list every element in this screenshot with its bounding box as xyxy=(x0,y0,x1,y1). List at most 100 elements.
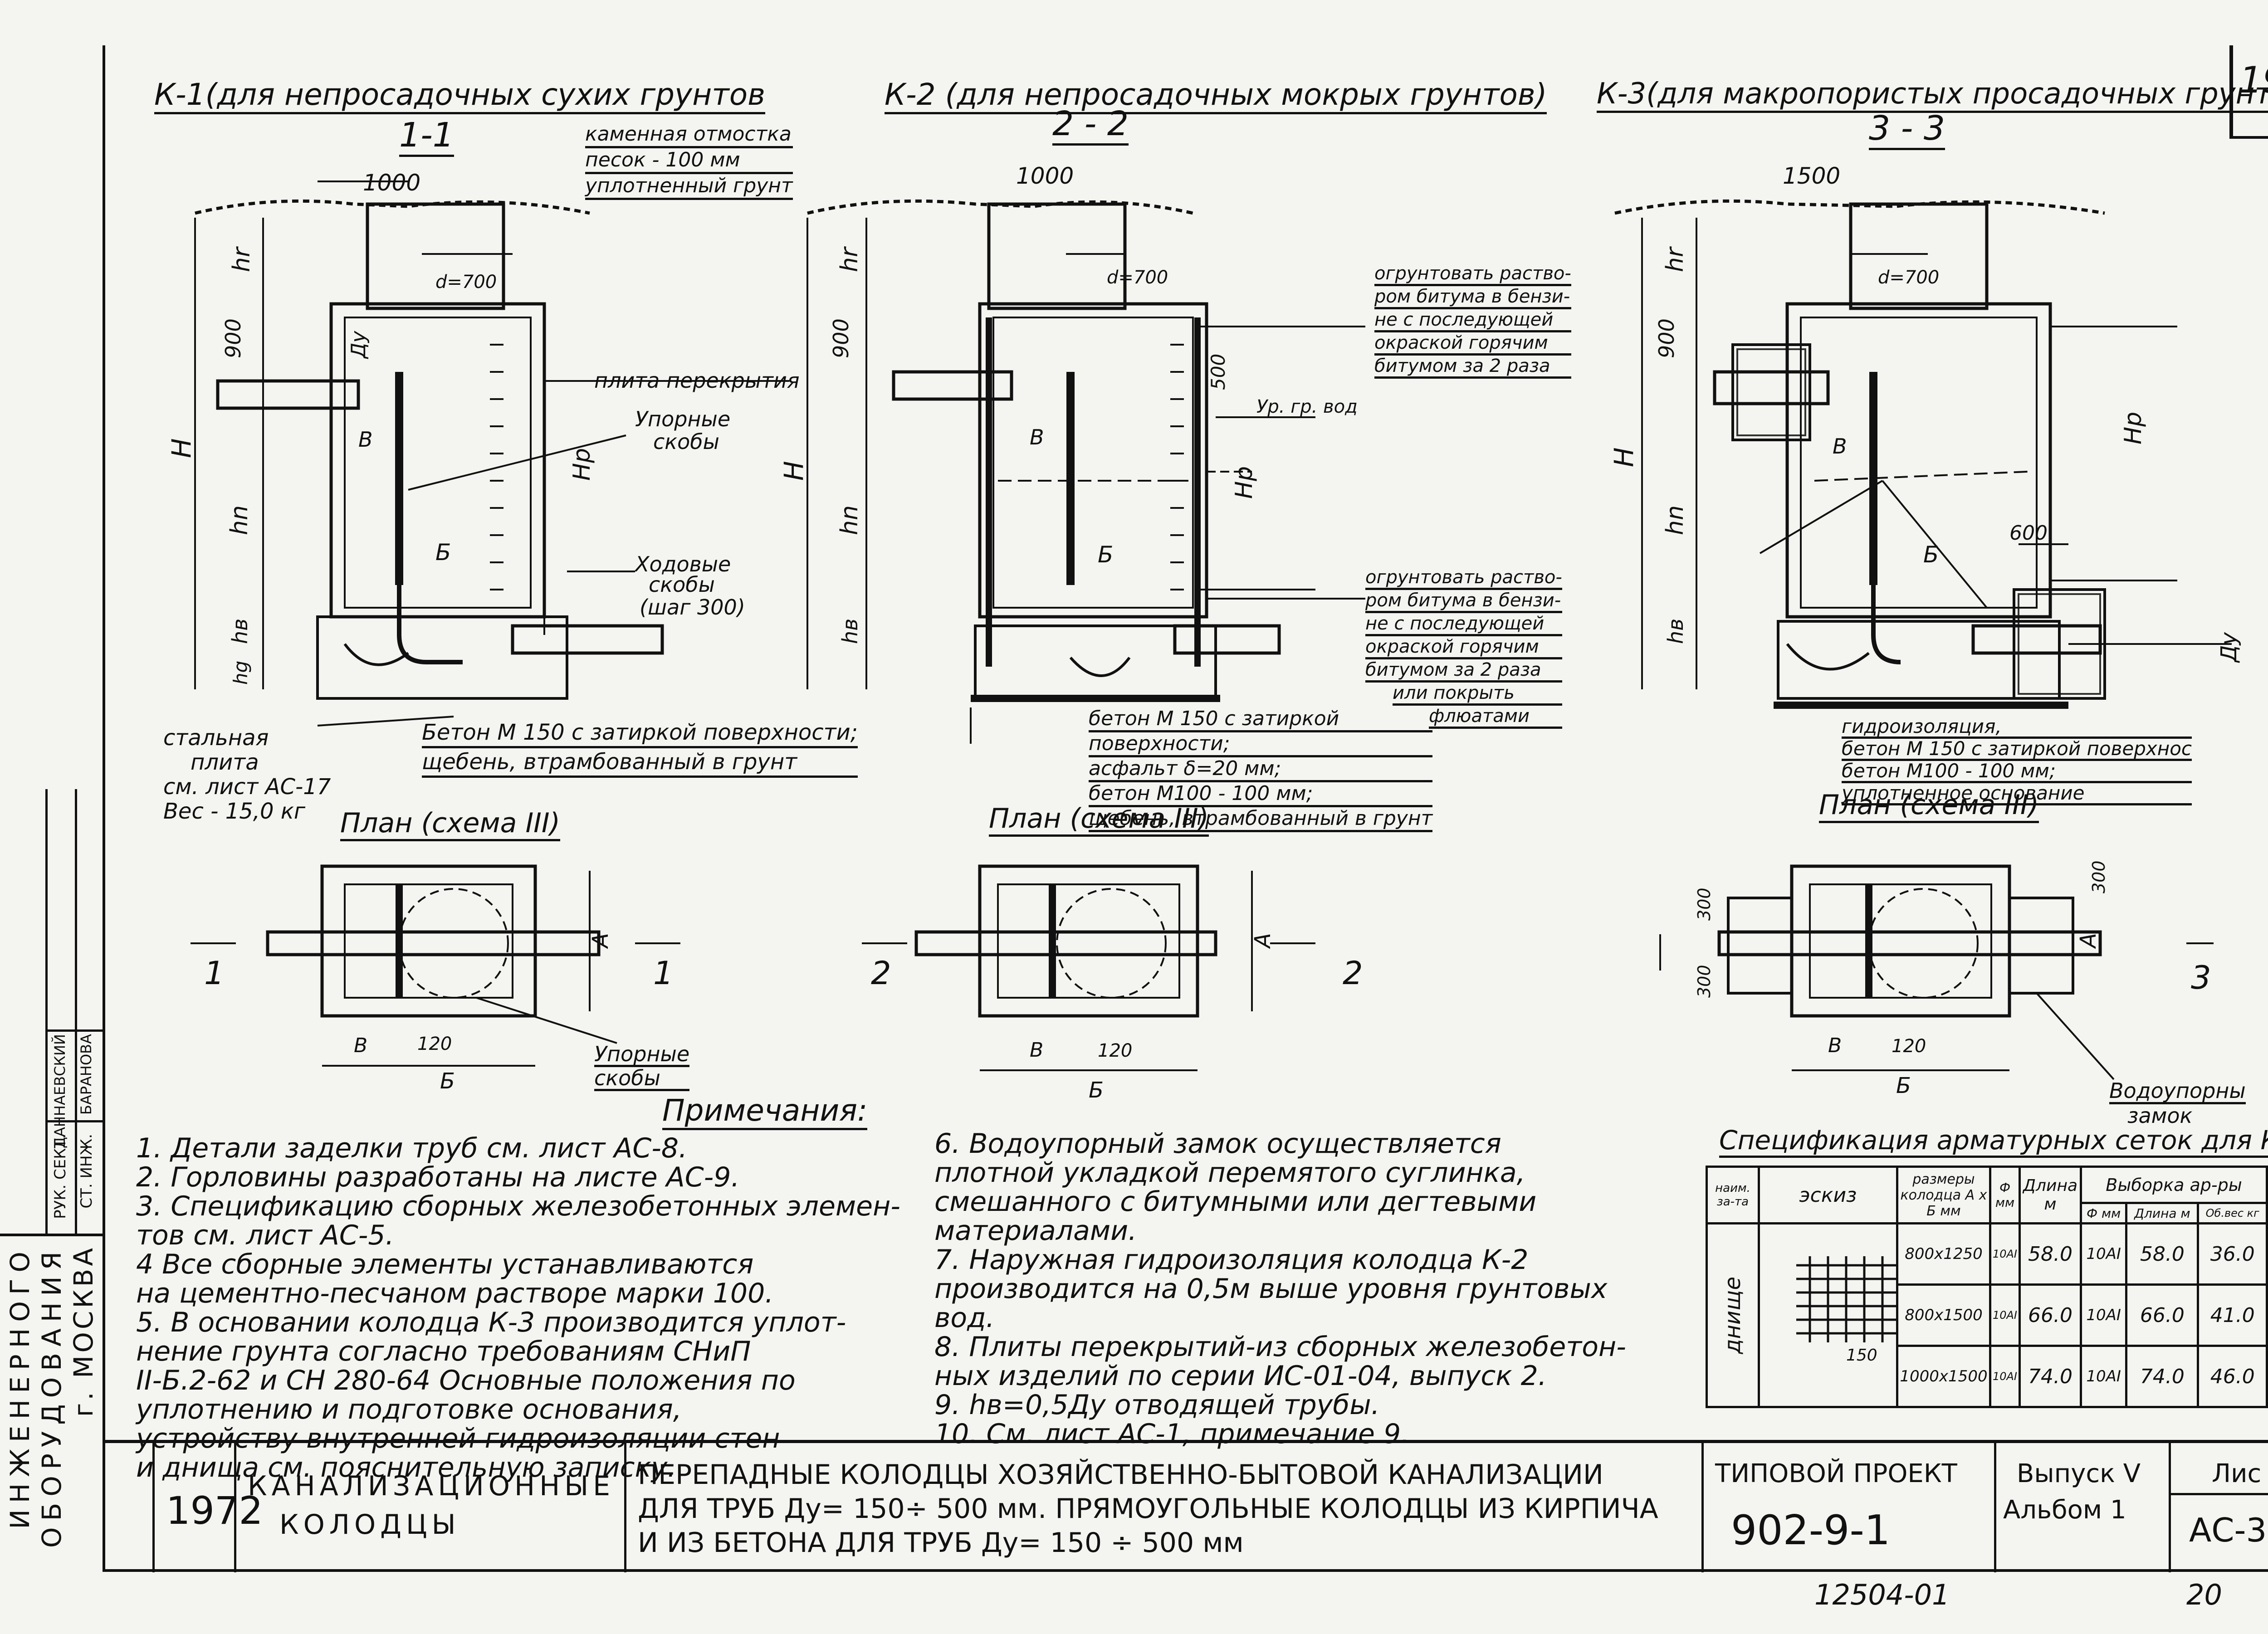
spec-row3-dia: 10AI xyxy=(1989,1345,2021,1408)
plan-1-drawing xyxy=(191,864,680,1067)
dim-hr-2: hr xyxy=(836,246,863,272)
steps-label-1: Ходовые xyxy=(634,552,731,576)
spec-h-size: размеры колодца А х Б мм xyxy=(1896,1166,1991,1224)
spec-row2-swt: 41.0 xyxy=(2197,1283,2268,1347)
dim-hn-1: hn xyxy=(226,505,253,535)
dim-Hp-2: Hp xyxy=(1231,466,1258,499)
waterproof-note-k3: гидроизоляция, бетон М 150 с затиркой по… xyxy=(1842,717,2192,805)
stamp-role-2: СТ. ИНЖ. xyxy=(78,1134,96,1209)
sheet-number: 19 xyxy=(2239,59,2268,101)
width-dim-k2: 1000 xyxy=(1016,163,1074,189)
prime-note-1: огрунтовать раство- ром битума в бензи- … xyxy=(1374,263,1571,379)
braces-label-1: Упорные xyxy=(635,407,730,431)
section-title-k3: К-3(для макропористых просадочных грунто… xyxy=(1597,77,2268,113)
spec-row2-dia: 10AI xyxy=(1989,1283,2021,1347)
sheet-number-box: 19 xyxy=(2229,45,2268,139)
spec-part: днище xyxy=(1720,1276,1745,1354)
plan3-120: 120 xyxy=(1892,1036,1926,1057)
steps-label-2: скобы xyxy=(649,572,715,597)
dim-900-1: 900 xyxy=(221,318,245,358)
plan-lock-label: Водоупорны замок xyxy=(2109,1078,2246,1128)
dim-H-2: H xyxy=(778,461,809,481)
title-proj-label: ТИПОВОЙ ПРОЕКТ xyxy=(1715,1459,1957,1488)
dim-Hp-1: Hp xyxy=(568,448,596,481)
plan1-bb: Б xyxy=(440,1068,455,1094)
spec-row3-length: 74.0 xyxy=(2019,1345,2082,1408)
spec-row2-length: 66.0 xyxy=(2019,1283,2082,1347)
concrete-note-k2: бетон М 150 с затиркой поверхности; асфа… xyxy=(1089,707,1433,832)
title-desc-2: ДЛЯ ТРУБ Ду= 150÷ 500 мм. ПРЯМОУГОЛЬНЫЕ … xyxy=(638,1493,1658,1525)
plan1-b: В xyxy=(354,1034,367,1057)
dim-H-1: H xyxy=(166,438,197,458)
d700-k1: d=700 xyxy=(435,272,497,293)
spec-row3-slen: 74.0 xyxy=(2125,1345,2200,1408)
plan3-a: А xyxy=(2076,933,2101,949)
spec-row3-sdia: 10AI xyxy=(2079,1345,2128,1408)
d700-k3: d=700 xyxy=(1878,267,1939,288)
bottom-code: 12504-01 xyxy=(1814,1578,1950,1611)
layers-legend: каменная отмостка песок - 100 мм уплотне… xyxy=(585,122,793,200)
title-block: 1972 КАНАЛИЗАЦИОННЫЕ КОЛОДЦЫ ПЕРЕПАДНЫЕ … xyxy=(103,1440,2268,1572)
spec-h-sketch: эскиз xyxy=(1758,1166,1898,1224)
plan-braces-label: Упорные скобы xyxy=(594,1042,690,1091)
bottom-page: 20 xyxy=(2186,1578,2222,1611)
dim-hv-1: hв xyxy=(228,619,252,644)
plan-2-drawing xyxy=(862,864,1315,1071)
dim-600-3: 600 xyxy=(2009,522,2048,545)
title-name-2: КОЛОДЦЫ xyxy=(279,1509,460,1541)
dim-hv-2: hв xyxy=(838,619,862,644)
cut-mark-2b: 2 xyxy=(1343,955,1363,992)
plan2-a: А xyxy=(1250,933,1276,949)
title-sheet: АС-3 xyxy=(2189,1511,2267,1549)
spec-row2-sdia: 10AI xyxy=(2079,1283,2128,1347)
title-desc-3: И ИЗ БЕТОНА ДЛЯ ТРУБ Ду= 150 ÷ 500 мм xyxy=(638,1527,1244,1559)
width-dim-k3: 1500 xyxy=(1783,163,1840,189)
width-dim-k1: 1000 xyxy=(363,170,420,196)
spec-row1-swt: 36.0 xyxy=(2197,1222,2268,1286)
dim-du-3: Ду xyxy=(2216,632,2242,663)
spec-h-no: наим. за-та xyxy=(1706,1166,1760,1224)
dim-H-3: H xyxy=(1608,447,1639,467)
section-cut-1: 1-1 xyxy=(399,116,454,157)
plan2-bb: Б xyxy=(1089,1078,1104,1103)
stamp-name-2: БАРАНОВА xyxy=(78,1034,95,1115)
dim-hv-3: hв xyxy=(1663,619,1688,644)
cut-mark-2a: 2 xyxy=(871,955,891,992)
dim-hn-2: hn xyxy=(836,505,863,535)
plan3-300b: 300 xyxy=(1694,965,1714,998)
stamp-name-1: ДАННАЕВСКИЙ xyxy=(51,1034,68,1149)
spec-sketch-cell xyxy=(1758,1222,1898,1408)
plate-label: плита перекрытия xyxy=(594,368,800,393)
spec-h-sample: Выборка ар-ры xyxy=(2080,1166,2268,1204)
plan3-300c: 300 xyxy=(2089,860,2109,893)
dim-bb-1: Б xyxy=(435,539,451,566)
dim-Hp-3: Hp xyxy=(2120,412,2147,444)
title-album: Альбом 1 xyxy=(2003,1495,2126,1525)
title-desc-1: ПЕРЕПАДНЫЕ КОЛОДЦЫ ХОЗЯЙСТВЕННО-БЫТОВОЙ … xyxy=(638,1459,1603,1491)
braces-label-2: скобы xyxy=(653,429,719,454)
dim-500-2: 500 xyxy=(1207,354,1229,390)
dim-hg-1: hg xyxy=(230,661,252,685)
plan1-a: А xyxy=(588,933,613,949)
plan-title-2: План (схема III) xyxy=(989,803,1209,837)
spec-h-length: Длина м xyxy=(2019,1166,2082,1224)
spec-row1-length: 58.0 xyxy=(2019,1222,2082,1286)
steps-label-3: (шаг 300) xyxy=(640,595,745,619)
dim-900-3: 900 xyxy=(1654,318,1679,358)
section-k1-drawing xyxy=(194,180,789,727)
section-labels: 1000 1000 1500 d=700 d=700 d=700 плита п… xyxy=(166,163,2242,1365)
plan1-120: 120 xyxy=(417,1034,452,1054)
spec-h-sdia: Ф мм xyxy=(2079,1202,2128,1224)
water-level-label: Ур. гр. вод xyxy=(1256,396,1358,417)
dim-du-1: Ду xyxy=(347,331,370,359)
spec-h-slen: Длина м xyxy=(2125,1202,2200,1224)
section-title-k1: К-1(для непросадочных сухих грунтов xyxy=(154,77,765,114)
spec-row3-size: 1000x1500 xyxy=(1896,1345,1991,1408)
plan3-b: В xyxy=(1828,1034,1842,1057)
section-k3-drawing xyxy=(1614,199,2232,709)
dim-hr-3: hr xyxy=(1662,246,1689,272)
plan2-b: В xyxy=(1030,1039,1043,1062)
spec-row2-size: 800x1500 xyxy=(1896,1283,1991,1347)
dim-bb-3: Б xyxy=(1923,541,1939,568)
